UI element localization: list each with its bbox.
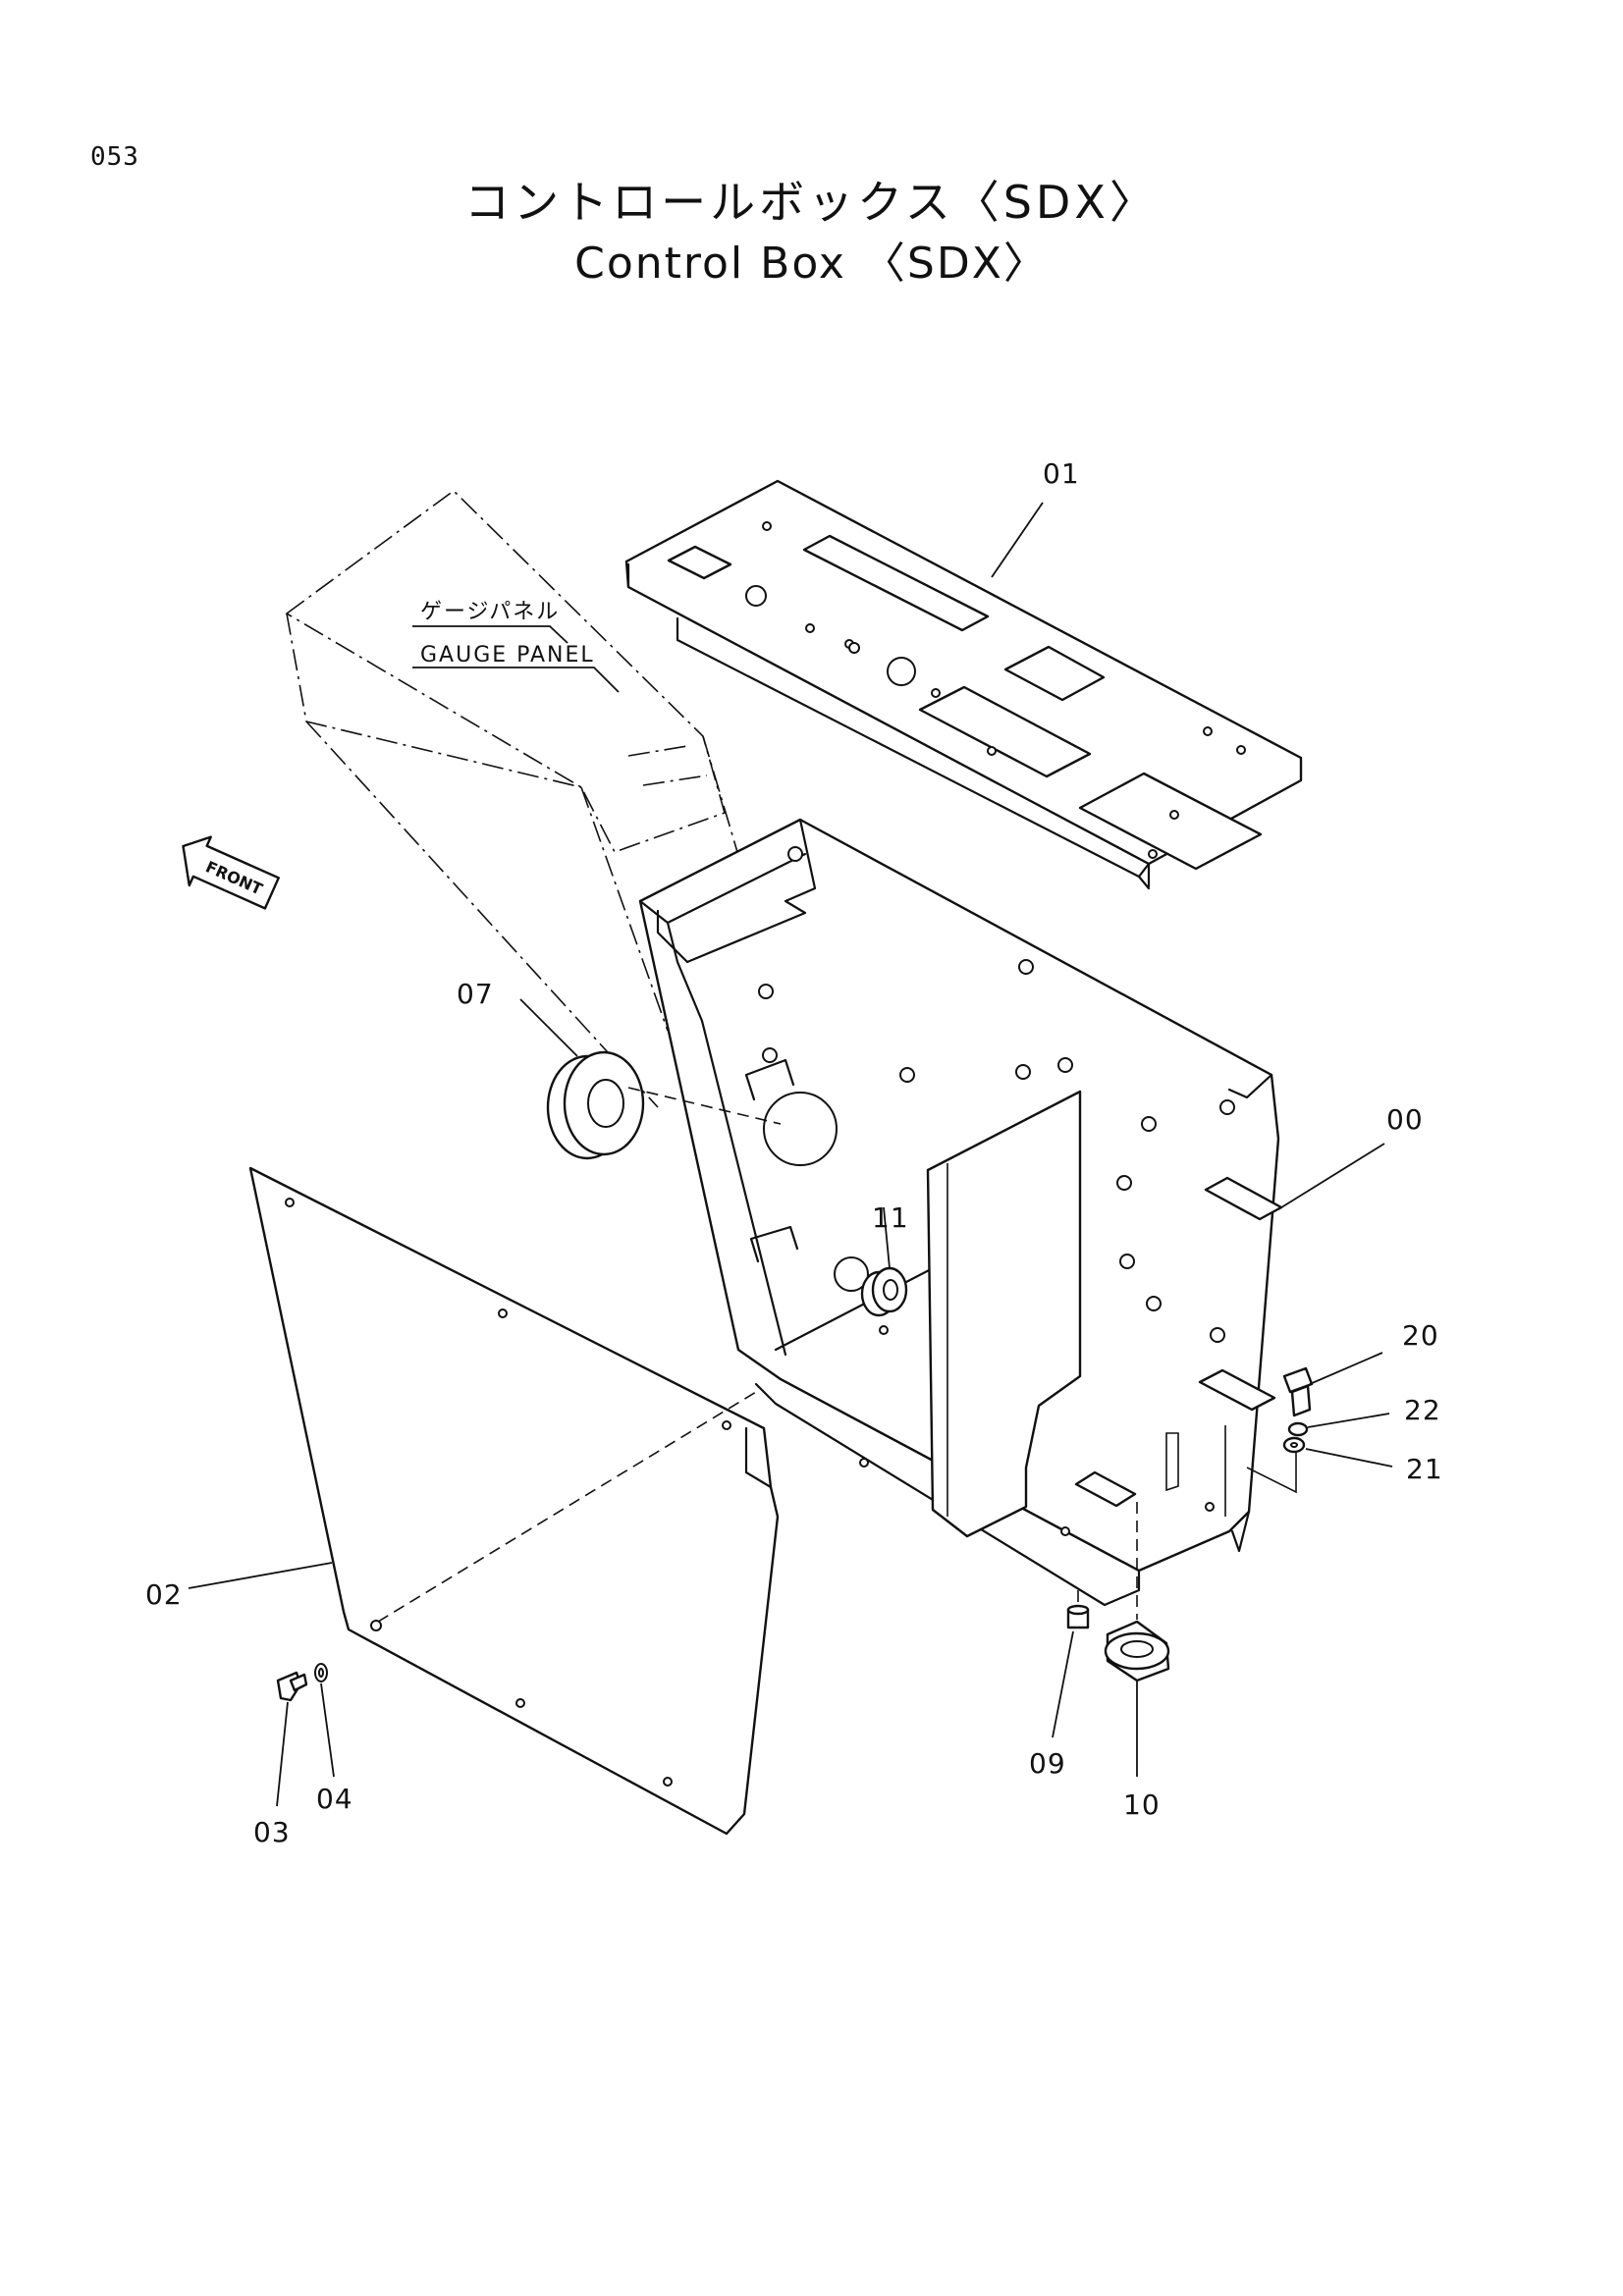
part-22-spring-washer: 22 — [1287, 1394, 1441, 1437]
part-00-control-box: 00 — [638, 818, 1424, 1607]
label-01: 01 — [1043, 457, 1080, 490]
part-10-oval-grommet: 10 — [1104, 1502, 1170, 1821]
part-21-plain-washer: 21 — [1282, 1436, 1443, 1485]
title-japanese: コントロールボックス〈SDX〉 — [464, 176, 1159, 229]
label-03: 03 — [253, 1816, 291, 1848]
label-21: 21 — [1406, 1453, 1443, 1485]
part-20-bolt: 20 — [1282, 1319, 1439, 1417]
front-arrow-icon: FRONT — [182, 835, 280, 910]
label-22: 22 — [1404, 1394, 1441, 1426]
label-07: 07 — [457, 978, 494, 1010]
part-01-top-plate: 01 — [624, 457, 1303, 890]
part-04-washer: 04 — [314, 1663, 353, 1815]
label-11: 11 — [872, 1201, 909, 1234]
fastener-axis-line — [1246, 1453, 1297, 1494]
gauge-panel-callout: ゲージパネル GAUGE PANEL — [412, 600, 620, 693]
title-english: Control Box 〈SDX〉 — [574, 239, 1049, 289]
callout-gauge-panel-jp: ゲージパネル — [420, 600, 560, 624]
part-09-plug: 09 — [1029, 1590, 1090, 1780]
part-03-bolt: 03 — [253, 1671, 308, 1848]
label-00: 00 — [1386, 1103, 1424, 1136]
label-20: 20 — [1402, 1319, 1439, 1352]
part-02-side-cover: 02 — [145, 1166, 780, 1836]
page-number: 053 — [90, 142, 139, 172]
callout-gauge-panel-en: GAUGE PANEL — [420, 643, 595, 667]
part-07-grommet: 07 — [457, 978, 782, 1160]
label-09: 09 — [1029, 1747, 1066, 1780]
label-10: 10 — [1123, 1789, 1161, 1821]
part-11-grommet: 11 — [860, 1201, 909, 1317]
label-02: 02 — [145, 1578, 183, 1611]
label-04: 04 — [316, 1783, 353, 1815]
